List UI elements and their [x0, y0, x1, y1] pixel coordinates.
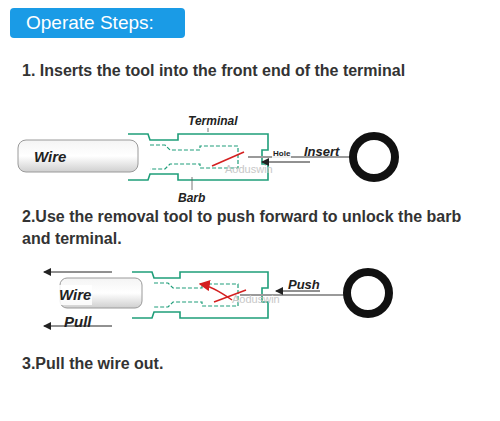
action-label: Pull — [64, 312, 92, 332]
action-label: Push — [288, 276, 320, 294]
header-box: Operate Steps: — [10, 8, 185, 38]
watermark: Aoduswin — [225, 162, 273, 177]
action-label: Insert — [304, 143, 339, 161]
part-label: Wire — [58, 285, 92, 305]
step-text: 2.Use the removal tool to push forward t… — [22, 206, 492, 249]
part-label: Terminal — [188, 113, 238, 129]
step2-drawing — [44, 272, 389, 326]
watermark: Aoduswin — [232, 292, 280, 307]
part-label: Barb — [178, 190, 205, 206]
part-label: Wire — [34, 147, 66, 167]
step-text: 3.Pull the wire out. — [22, 353, 163, 375]
header-text: Operate Steps: — [26, 12, 154, 34]
step-text: 1. Inserts the tool into the front end o… — [22, 60, 405, 82]
step1-drawing — [18, 128, 395, 190]
part-label: Hole — [272, 149, 291, 160]
